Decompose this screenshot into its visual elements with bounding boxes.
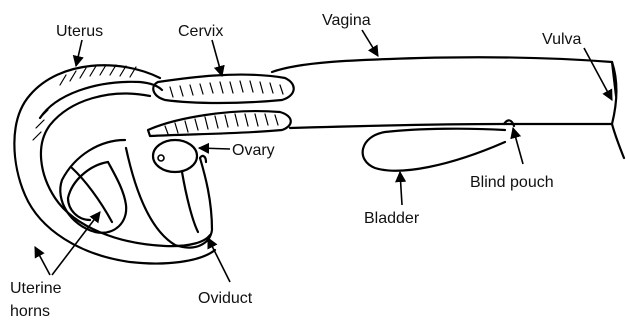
ovary-follicle — [158, 155, 164, 161]
label-vulva: Vulva — [542, 31, 582, 48]
horn-inner-divider — [72, 168, 112, 222]
uterus-upper-body — [40, 82, 162, 118]
arrow-ovary — [199, 148, 230, 149]
oviduct-tube — [126, 148, 212, 248]
label-bladder: Bladder — [364, 210, 420, 227]
arrow-vagina — [362, 30, 378, 56]
arrow-uterus — [76, 40, 82, 66]
label-ovary: Ovary — [232, 142, 275, 159]
arrow-cervix — [212, 40, 222, 76]
label-uterine-horns-line2: horns — [10, 303, 50, 320]
cervix-upper-hatching — [170, 81, 283, 97]
arrow-blind-pouch — [513, 128, 523, 164]
arrow-vulva — [584, 48, 612, 100]
label-vagina: Vagina — [322, 12, 371, 29]
arrow-uterine-horns-a — [35, 247, 50, 275]
cervix-lower — [148, 111, 291, 136]
bladder-outline — [363, 129, 505, 171]
label-uterine-horns-line1: Uterine — [10, 280, 62, 297]
label-oviduct: Oviduct — [198, 290, 253, 307]
label-uterus: Uterus — [56, 23, 103, 40]
uterine-horn-loop — [60, 140, 126, 233]
vagina-lower-wall — [290, 124, 612, 128]
vagina-upper-wall — [272, 57, 612, 72]
arrow-oviduct — [208, 238, 230, 282]
arrow-bladder — [400, 172, 402, 205]
cervix-upper — [153, 75, 293, 103]
label-cervix: Cervix — [178, 23, 223, 40]
oviduct-inner — [182, 172, 198, 232]
label-blind-pouch: Blind pouch — [470, 174, 554, 191]
